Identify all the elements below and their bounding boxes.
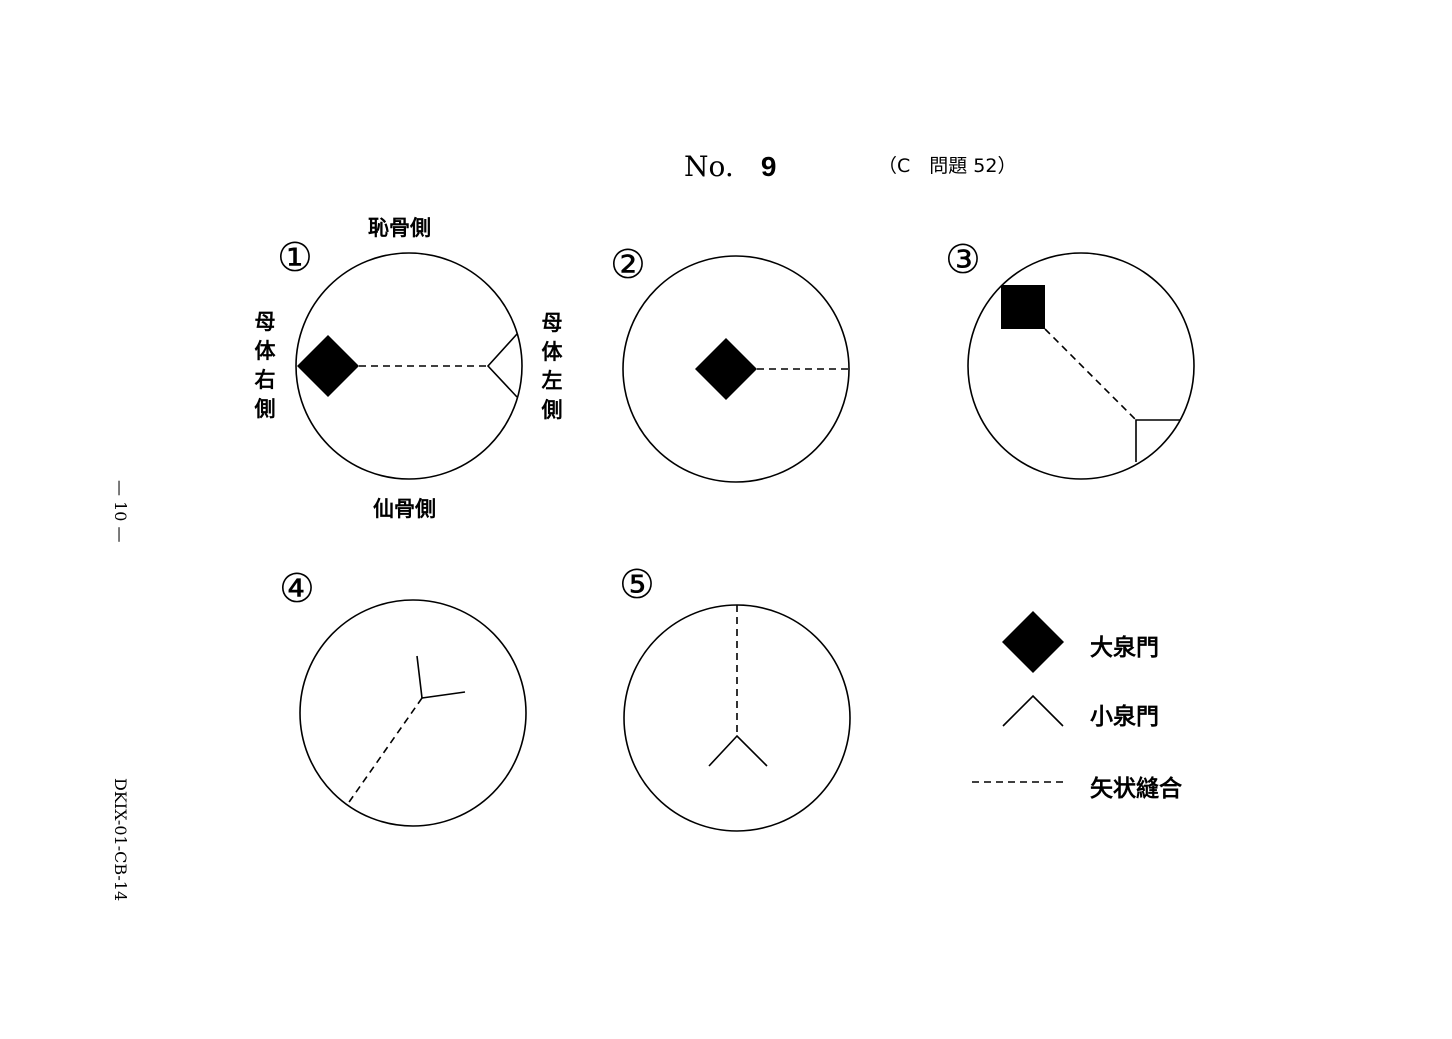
orientation-bottom-label: 仙骨側 [373, 497, 436, 521]
orientation-top-label: 恥骨側 [368, 216, 431, 240]
option-3-diagram [967, 252, 1195, 480]
no-value: 9 [760, 151, 777, 182]
option-2-diagram [622, 255, 850, 483]
anterior-fontanelle-icon [1001, 285, 1045, 329]
option-number-5: ⑤ [619, 562, 655, 608]
legend-label-anterior-fontanelle: 大泉門 [1090, 635, 1159, 661]
anterior-fontanelle-icon [297, 335, 359, 397]
fetal-head-outline [967, 252, 1195, 480]
legend-label-posterior-fontanelle: 小泉門 [1090, 704, 1159, 730]
option-number-3: ③ [945, 237, 981, 283]
question-ref: （C 問題 52） [878, 155, 1017, 177]
fetal-head-outline [299, 599, 527, 827]
posterior-fontanelle-icon [1135, 419, 1180, 462]
legend-symbols [972, 611, 1064, 783]
no-label: No. [684, 150, 734, 183]
option-1-diagram [295, 252, 523, 480]
orientation-right-label: 母体左側 [541, 311, 563, 422]
anterior-fontanelle-icon [695, 338, 757, 400]
orientation-left-label: 母体右側 [254, 310, 276, 421]
option-4-diagram [299, 599, 527, 827]
posterior-fontanelle-icon [708, 734, 768, 767]
legend-label-sagittal-suture: 矢状縫合 [1090, 776, 1182, 802]
option-5-diagram [623, 604, 851, 832]
page-number: — 10 — [111, 480, 130, 543]
option-number-1: ① [277, 235, 313, 281]
sagittal-suture [1044, 328, 1137, 421]
fetal-head-outline [295, 252, 523, 480]
option-number-4: ④ [279, 566, 315, 612]
exam-header: No. 9 [684, 150, 776, 183]
option-number-2: ② [610, 242, 646, 288]
fetal-head-outline [622, 255, 850, 483]
chevron-icon [1002, 694, 1064, 727]
document-code: DKIX-01-CB-14 [111, 778, 130, 902]
posterior-fontanelle-icon [486, 333, 518, 398]
posterior-fontanelle-icon [416, 655, 466, 699]
diamond-icon [1002, 611, 1064, 673]
sagittal-suture [346, 697, 423, 806]
